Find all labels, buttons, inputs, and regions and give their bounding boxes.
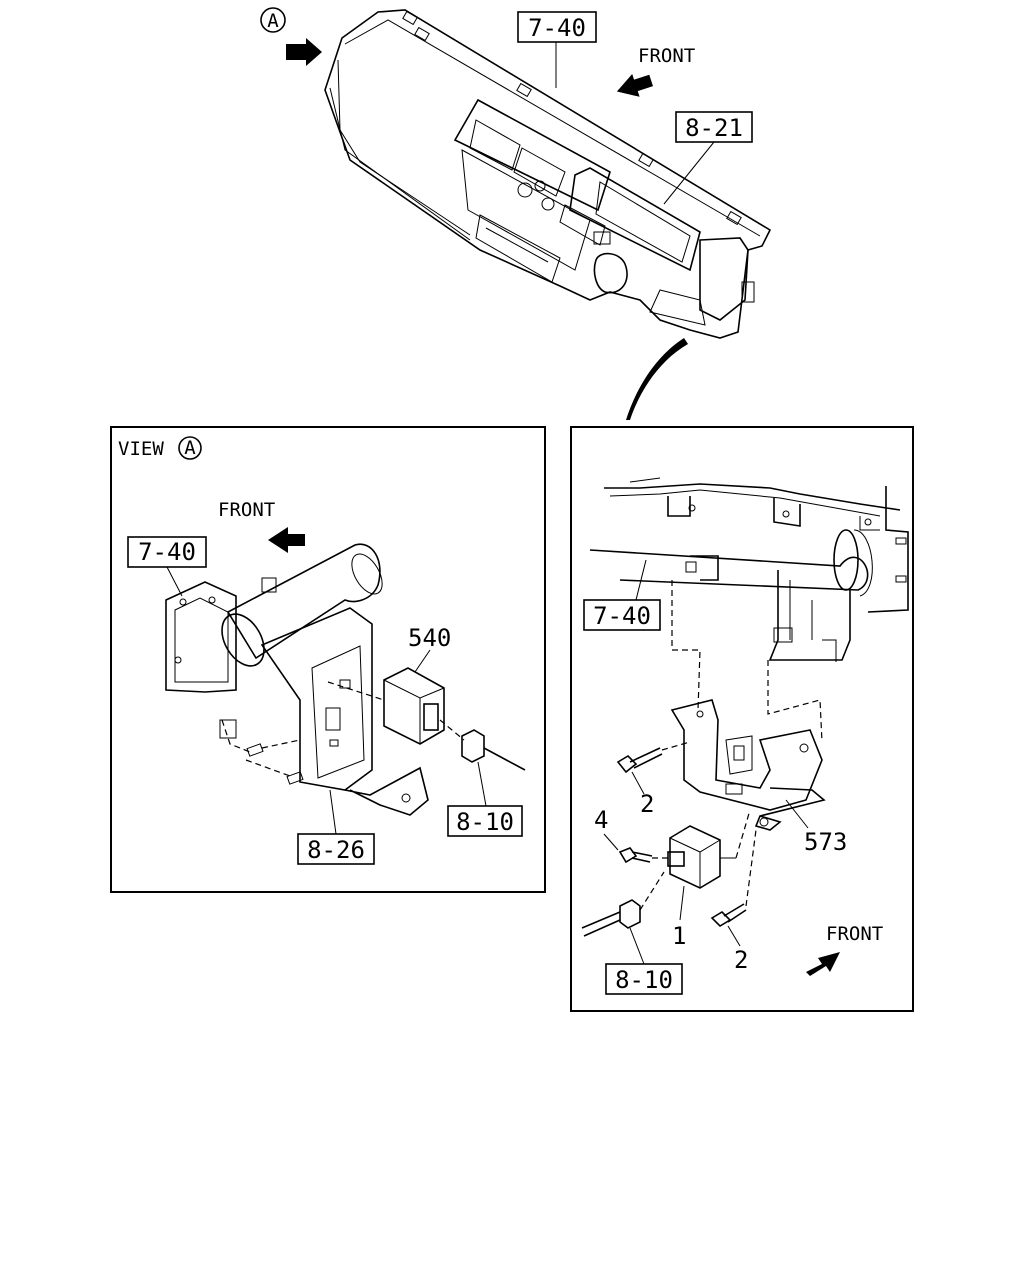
- detail-bolt-2-upper: [616, 741, 691, 774]
- view-a-ref-8-10-box: [447, 805, 523, 837]
- detail-part-573-label: 573: [804, 828, 847, 856]
- detail-front-arrow: [806, 952, 840, 976]
- detail-screw-4: [618, 847, 668, 864]
- view-a-ref-8-10-label: 8-10: [456, 808, 514, 836]
- view-a-mounting-bracket: [260, 607, 373, 791]
- detail-lower-bracket: [670, 699, 823, 811]
- view-a-connector: [461, 729, 485, 763]
- view-direction-arrow: [286, 38, 322, 66]
- detail-bolt-2-lower: [710, 829, 757, 928]
- view-a-circle: [178, 436, 202, 460]
- detail-frame: [570, 426, 914, 1012]
- view-a-stud-2: [245, 759, 304, 785]
- view-a-label: VIEW: [118, 438, 164, 460]
- view-a-front-arrow: [268, 527, 305, 553]
- dashboard-shell: [324, 9, 772, 339]
- ref-7-40-top-box: [517, 11, 597, 43]
- view-a-panel: VIEW A FRONT 7-40: [110, 426, 546, 893]
- view-a-front-label: FRONT: [218, 499, 275, 521]
- front-top-arrow: [616, 73, 653, 97]
- view-a-letter: A: [184, 437, 196, 459]
- view-a-ref-8-26-box: [297, 833, 375, 865]
- detail-ref-7-40-label: 7-40: [593, 602, 651, 630]
- view-a-stud-1: [246, 739, 301, 757]
- view-a-column-tube: [226, 543, 381, 660]
- view-a-left-bracket: [165, 581, 237, 693]
- detail-connector: [581, 871, 665, 937]
- detail-ref-8-10-box: [605, 963, 683, 995]
- view-a-marker-circle: [260, 7, 286, 33]
- detail-pointer: [626, 338, 688, 420]
- detail-part-2-upper-label: 2: [640, 790, 654, 818]
- view-a-ref-7-40-label: 7-40: [138, 538, 196, 566]
- steering-column: [593, 252, 628, 294]
- detail-upper-bracket-left: [690, 555, 719, 581]
- view-a-lower-bracket: [344, 766, 429, 816]
- view-a-part-540-label: 540: [408, 624, 451, 652]
- center-stack: [453, 98, 611, 212]
- detail-ref-7-40-box: [583, 599, 661, 631]
- detail-ref-8-10-label: 8-10: [615, 966, 673, 994]
- detail-part-1-label: 1: [672, 922, 686, 950]
- detail-part-2-lower-label: 2: [734, 946, 748, 974]
- ref-8-21-box: [675, 111, 753, 143]
- dashboard-assembly: A 7-40: [260, 7, 772, 420]
- detail-part-4-label: 4: [594, 806, 608, 834]
- instrument-cluster: [569, 167, 701, 272]
- detail-panel: 2 573 4 1 2: [570, 426, 914, 1012]
- detail-column-tube: [589, 549, 869, 591]
- view-a-marker-letter: A: [267, 10, 279, 32]
- ref-8-21-label: 8-21: [685, 114, 743, 142]
- detail-relay-1: [669, 825, 721, 889]
- ref-7-40-top-label: 7-40: [528, 14, 586, 42]
- front-top-label: FRONT: [638, 45, 695, 67]
- view-a-ref-8-26-label: 8-26: [307, 836, 365, 864]
- detail-front-label: FRONT: [826, 923, 883, 945]
- view-a-relay-540: [383, 667, 445, 745]
- view-a-ref-7-40-box: [127, 536, 207, 568]
- detail-upper-frame: [604, 483, 901, 511]
- view-a-frame: [110, 426, 546, 893]
